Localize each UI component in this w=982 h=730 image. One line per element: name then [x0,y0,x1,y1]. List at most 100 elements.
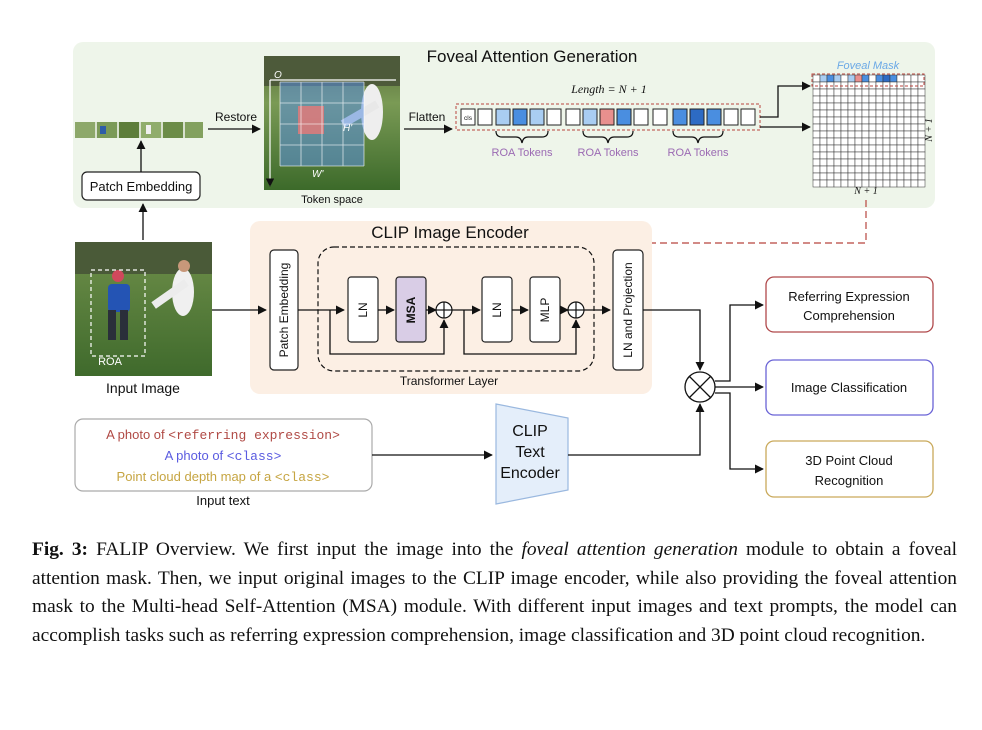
caption-part1: FALIP Overview. We first input the image… [88,539,522,560]
mask-cell [903,123,912,132]
mask-cell [910,179,919,188]
mask-cell [854,95,863,104]
mask-cell [826,179,835,188]
mask-cell [889,137,898,146]
mask-cell [826,123,835,132]
mask-cell [826,102,835,111]
mask-cell [812,179,821,188]
mask-cell [896,151,905,160]
mask-cell [833,116,842,125]
mask-cell [917,95,926,104]
mask-cell [847,116,856,125]
mask-cell [889,144,898,153]
mask-cell [854,172,863,181]
mask-cell [868,95,877,104]
mask-cell [910,88,919,97]
mask-cell [812,95,821,104]
mask-cell [826,137,835,146]
transformer-layer-label: Transformer Layer [400,374,498,388]
axis-o-label: O [274,70,282,81]
mask-cell [875,88,884,97]
mask-cell [889,116,898,125]
mask-cell [847,95,856,104]
mask-cell [882,172,891,181]
mask-cell [903,151,912,160]
mask-cell [812,130,821,139]
mask-cell [833,137,842,146]
mask-cell [840,74,849,83]
mask-cell [889,109,898,118]
mask-cell [819,102,828,111]
mask-cell [910,116,919,125]
mask-cell [861,102,870,111]
mask-cell [833,88,842,97]
mask-cell [875,158,884,167]
mask-cell [812,102,821,111]
prompt-line-3: Point cloud depth map of a <class> [117,469,330,485]
mask-cell [826,158,835,167]
mask-cell [896,179,905,188]
input-image [75,242,212,376]
mask-cell [826,165,835,174]
mask-cell [854,123,863,132]
mask-cell [812,88,821,97]
mask-cell [861,123,870,132]
token-space-label: Token space [301,194,363,206]
mask-cell [854,151,863,160]
mask-cell [812,116,821,125]
mask-cell [868,130,877,139]
mask-cell [910,158,919,167]
mask-cell [910,123,919,132]
mask-cell [861,165,870,174]
mask-cell [882,109,891,118]
mask-cell [875,116,884,125]
foveal-mask-first-row-outline [811,73,925,87]
mask-cell [826,151,835,160]
combine-operator [684,371,716,403]
mask-cell [840,130,849,139]
mask-cell [868,123,877,132]
ln1-label: LN [356,302,370,317]
patch-embedding-label: Patch Embedding [90,179,193,194]
pc-output-box [765,440,934,498]
mask-cell [861,158,870,167]
mask-cell [875,137,884,146]
mask-cell [840,144,849,153]
input-text-label: Input text [196,493,250,508]
mask-cell [819,123,828,132]
mask-cell [847,137,856,146]
mask-cell [903,165,912,174]
mask-cell [917,144,926,153]
mask-cell [868,88,877,97]
cls-output-label: Image Classification [791,380,907,395]
mask-cell [889,130,898,139]
mask-cell [819,172,828,181]
mask-cell [889,95,898,104]
text-encoder-line2: Text [515,444,545,461]
roa-tokens-1: ROA Tokens [492,147,553,159]
rec-output-box [765,276,934,333]
mask-cell [812,172,821,181]
mask-cell [812,123,821,132]
input-image-label: Input Image [106,380,180,396]
mask-cell [812,74,821,83]
mask-cell [903,95,912,104]
roa-braces [495,130,724,144]
mask-cell [882,137,891,146]
msa-label: MSA [404,296,418,323]
mask-cell [875,74,884,83]
mask-cell [882,102,891,111]
mask-cell [882,158,891,167]
mask-cell [840,95,849,104]
mask-cell [840,158,849,167]
mask-cell [833,165,842,174]
mask-cell [833,123,842,132]
mask-cell [826,88,835,97]
mask-cell [889,172,898,181]
mask-cell [868,116,877,125]
mask-cell [910,137,919,146]
mask-cell [903,172,912,181]
mask-cell [882,144,891,153]
mask-cell [847,158,856,167]
mask-cell [826,172,835,181]
